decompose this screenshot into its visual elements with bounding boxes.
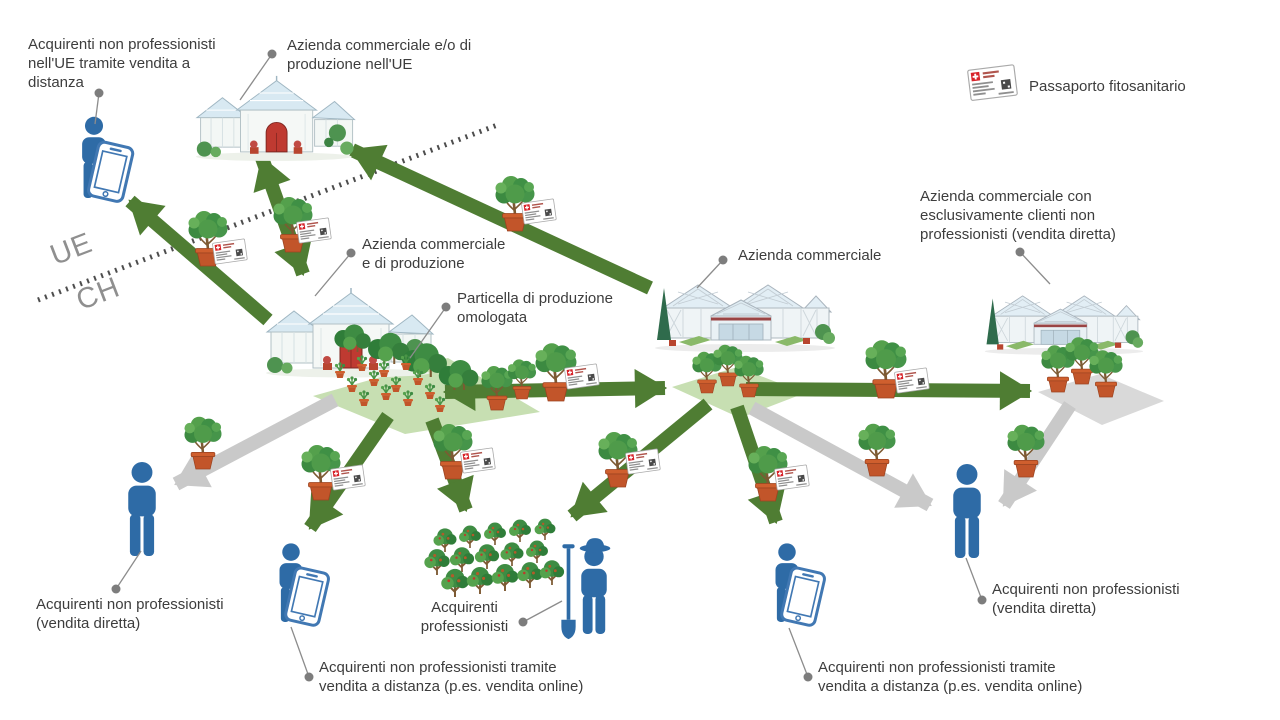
label-online-buyer-right: Acquirenti non professionisti tramite ve… xyxy=(818,659,1083,695)
label-commercial-company: Azienda commerciale xyxy=(738,247,882,264)
label-retail-company: Azienda commerciale con esclusivamente c… xyxy=(920,188,1116,243)
label-eu-company: Azienda commerciale e/o di produzione ne… xyxy=(287,37,472,73)
professional-buyer-figure xyxy=(561,538,611,640)
direct-buyer-right-figure xyxy=(953,463,981,558)
eu-distance-buyer-figure xyxy=(82,116,136,205)
label-online-buyer-left: Acquirenti non professionisti tramite ve… xyxy=(319,659,584,695)
label-direct-buyer-left: Acquirenti non professionisti (vendita d… xyxy=(36,596,224,632)
online-buyer-right-figure xyxy=(775,543,828,628)
arrow-retail-to-direct-buyer-right xyxy=(998,401,1076,509)
arrow-commercial-to-direct-buyer-right xyxy=(748,401,934,512)
approved-plot-plants xyxy=(333,323,537,413)
label-dots xyxy=(94,49,1025,682)
online-buyer-left-figure xyxy=(279,543,332,628)
arrow-plot-to-direct-buyer-left xyxy=(172,393,339,491)
professional-buyer-orchard xyxy=(423,517,565,598)
arrows-with-passport xyxy=(125,143,1033,533)
retail-company-plot-area xyxy=(1038,374,1164,425)
arrow-commercial-to-eu-company xyxy=(349,143,653,295)
arrows-without-passport xyxy=(172,393,1076,512)
plant-passport-icon xyxy=(966,64,1019,102)
direct-buyer-left-figure xyxy=(128,461,156,556)
label-passport-legend: Passaporto fitosanitario xyxy=(1029,78,1186,95)
label-eu-buyer-distance: Acquirenti non professionisti nell'UE tr… xyxy=(28,36,216,91)
retail-company-greenhouse-illustration xyxy=(984,295,1144,356)
label-approved-plot: Particella di produzione omologata xyxy=(457,290,613,326)
label-production-company: Azienda commerciale e di produzione xyxy=(362,236,506,272)
shovel-icon xyxy=(561,544,576,640)
label-connectors xyxy=(94,53,1051,678)
label-professional-buyer: Acquirenti professionisti xyxy=(420,599,509,635)
label-direct-buyer-right: Acquirenti non professionisti (vendita d… xyxy=(992,581,1180,617)
commercial-company-greenhouse-illustration xyxy=(654,284,836,353)
